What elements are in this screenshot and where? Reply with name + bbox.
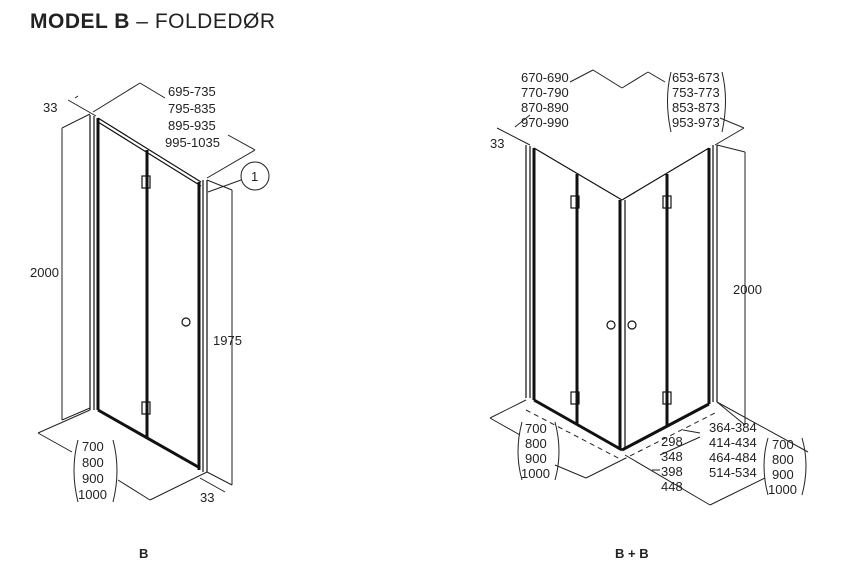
callout-circle xyxy=(240,161,270,191)
panel-width-4: 514-534 xyxy=(709,465,757,480)
top-right-width-4: 953-973 xyxy=(672,115,720,130)
top-left-width-3: 870-890 xyxy=(521,100,569,115)
panel-width-2: 414-434 xyxy=(709,435,757,450)
drawing-label-b: B xyxy=(139,546,148,561)
top-left-width-1: 670-690 xyxy=(521,70,569,85)
top-left-width-2: 770-790 xyxy=(521,85,569,100)
top-width-2: 795-835 xyxy=(168,101,216,116)
callout-number: 1 xyxy=(251,169,258,184)
door-opening-3: 398 xyxy=(661,464,683,479)
top-right-width-1: 653-673 xyxy=(672,70,720,85)
top-width-3: 895-935 xyxy=(168,118,216,133)
door-opening-1: 298 xyxy=(661,434,683,449)
top-right-width-3: 853-873 xyxy=(672,100,720,115)
bottom-right-width-4: 1000 xyxy=(768,482,797,497)
shower-corner-bb xyxy=(525,145,718,461)
height-label: 2000 xyxy=(30,265,59,280)
top-width-4: 995-1035 xyxy=(165,135,220,150)
title-separator: – xyxy=(136,10,149,33)
bottom-left-width-2: 800 xyxy=(525,436,547,451)
shower-door-b xyxy=(89,115,208,472)
bottom-left-width-4: 1000 xyxy=(521,466,550,481)
bottom-width-3: 900 xyxy=(82,471,104,486)
drawing-label-bb: B + B xyxy=(615,546,649,561)
bottom-right-width-3: 900 xyxy=(772,467,794,482)
bottom-left-width-3: 900 xyxy=(525,451,547,466)
post-depth: 33 xyxy=(490,136,504,151)
bottom-right-width-1: 700 xyxy=(772,437,794,452)
door-opening-2: 348 xyxy=(661,449,683,464)
bottom-right-width-2: 800 xyxy=(772,452,794,467)
bottom-width-1: 700 xyxy=(82,439,104,454)
top-right-width-2: 753-773 xyxy=(672,85,720,100)
door-height-label: 1975 xyxy=(213,333,242,348)
post-depth-top: 33 xyxy=(43,100,57,115)
panel-width-3: 464-484 xyxy=(709,450,757,465)
door-opening-4: 448 xyxy=(661,479,683,494)
bottom-left-width-1: 700 xyxy=(525,421,547,436)
drawing-b: 2000 1975 695-735 795-835 895-935 995-10… xyxy=(30,82,270,561)
title-type: FOLDEDØR xyxy=(154,10,276,33)
top-width-1: 695-735 xyxy=(168,84,216,99)
height-label-bb: 2000 xyxy=(733,282,762,297)
title-model: MODEL B xyxy=(30,10,130,33)
panel-width-1: 364-384 xyxy=(709,420,757,435)
post-depth-bottom: 33 xyxy=(200,490,214,505)
top-left-width-4: 970-990 xyxy=(521,115,569,130)
bottom-width-2: 800 xyxy=(82,455,104,470)
page-title: MODEL B – FOLDEDØR xyxy=(30,10,276,34)
drawing-bb: 670-690 770-790 870-890 970-990 653-673 … xyxy=(489,69,809,561)
bottom-width-4: 1000 xyxy=(78,487,107,502)
